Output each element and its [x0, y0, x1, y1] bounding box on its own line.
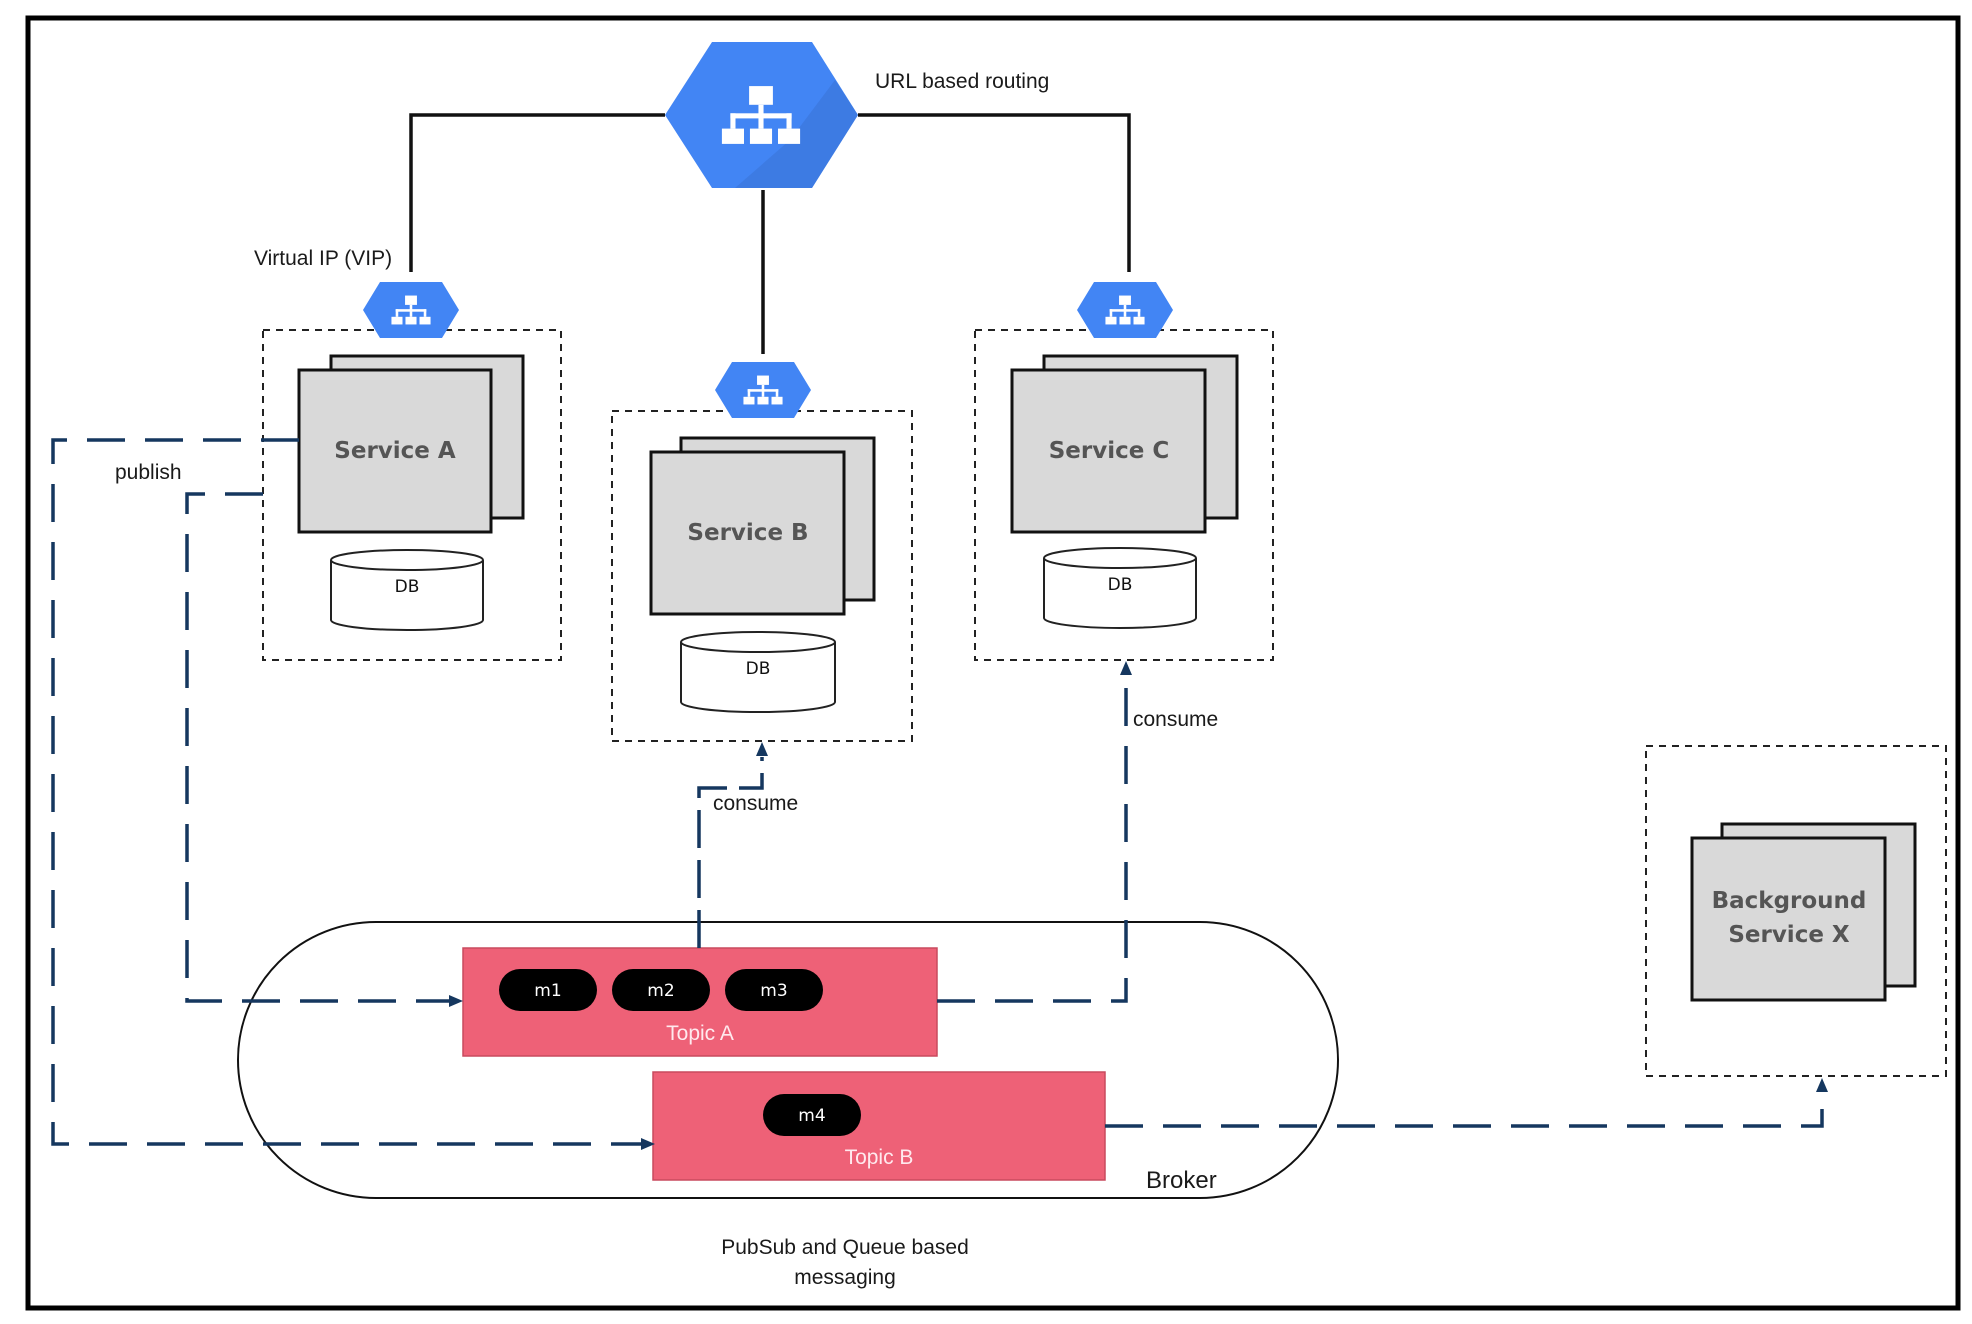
vip-label: Virtual IP (VIP) [254, 247, 392, 270]
publish-to-topic-a [185, 492, 463, 1007]
consume-c-label: consume [1133, 708, 1218, 731]
consume-topic-a-service-c [937, 661, 1132, 1003]
message-m2[interactable]: m2 [612, 969, 710, 1011]
publish-label: publish [115, 461, 182, 484]
message-label: m2 [647, 981, 674, 1001]
message-label: m1 [534, 981, 561, 1001]
routing-label: URL based routing [875, 70, 1049, 93]
service-c-vip[interactable] [1077, 282, 1173, 338]
service-b-vip[interactable] [715, 362, 811, 418]
background-service-x-group: Background Service X [1645, 745, 1947, 1077]
service-c-group: Service C DB [974, 282, 1274, 661]
service-b-label: Service B [687, 520, 808, 546]
service-b-db-label: DB [746, 659, 771, 679]
message-label: m3 [760, 981, 787, 1001]
service-a-db[interactable]: DB [330, 549, 484, 631]
service-b-group: Service B DB [611, 362, 913, 742]
background-service-x-label-line2: Service X [1728, 922, 1850, 948]
service-a-group: Service A DB [262, 282, 562, 661]
topic-b[interactable]: m4 Topic B [652, 1071, 1106, 1181]
broker: Broker [237, 921, 1339, 1199]
background-service-x-boundary [1645, 745, 1947, 1077]
service-b-card[interactable] [649, 450, 846, 616]
background-service-x-label-line1: Background [1712, 888, 1867, 914]
message-m4[interactable]: m4 [763, 1094, 861, 1136]
routing-connectors [409, 113, 1131, 354]
background-service-x-card[interactable] [1690, 836, 1887, 1002]
consume-topic-a-service-b [697, 742, 768, 948]
service-c-card[interactable] [1010, 368, 1207, 534]
service-b-db[interactable]: DB [680, 631, 836, 713]
service-a-db-label: DB [395, 577, 420, 597]
caption-line1: PubSub and Queue based [721, 1236, 969, 1259]
topic-b-to-background-service-x [1105, 1078, 1828, 1128]
consume-b-label: consume [713, 792, 798, 815]
message-m1[interactable]: m1 [499, 969, 597, 1011]
message-m3[interactable]: m3 [725, 969, 823, 1011]
service-c-db[interactable]: DB [1043, 547, 1197, 629]
topic-a-label: Topic A [666, 1022, 734, 1045]
url-routing-load-balancer[interactable] [665, 42, 858, 188]
service-c-label: Service C [1049, 438, 1170, 464]
broker-capsule [237, 921, 1339, 1199]
service-c-db-label: DB [1108, 575, 1133, 595]
topic-b-label: Topic B [845, 1146, 914, 1169]
broker-label: Broker [1146, 1167, 1217, 1194]
service-a-label: Service A [334, 438, 456, 464]
topic-a[interactable]: m1 m2 m3 Topic A [462, 947, 938, 1057]
publish-to-topic-b [51, 438, 655, 1150]
service-a-card[interactable] [297, 368, 493, 534]
service-a-vip[interactable] [363, 282, 459, 338]
message-label: m4 [798, 1106, 825, 1126]
caption-line2: messaging [794, 1266, 896, 1289]
